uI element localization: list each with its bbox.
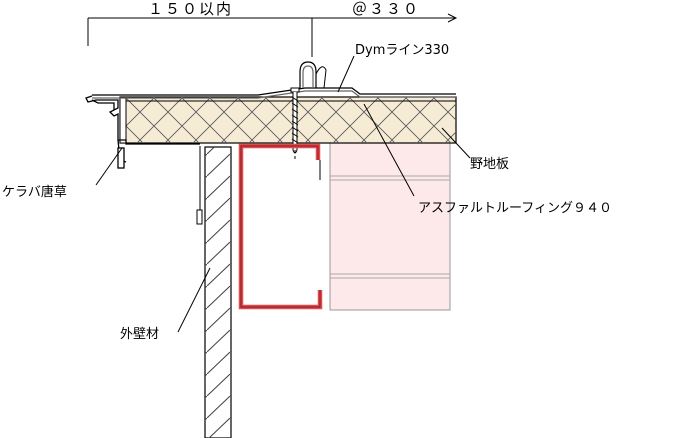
exterior-wall-hatch	[205, 147, 231, 438]
sheathing-label: 野地板	[470, 157, 509, 172]
width-dimension-label: １５０以内	[148, 0, 233, 18]
fastener-screw	[290, 87, 300, 162]
sheathing-hatch	[120, 97, 456, 143]
edge-fascia	[119, 96, 127, 144]
edge-trim-label: ケラバ唐草	[2, 184, 67, 200]
wall-label: 外壁材	[120, 327, 159, 342]
pitch-dimension-label: ＠３３０	[352, 0, 420, 18]
rafter-block	[329, 142, 451, 311]
edge-trim	[85, 95, 200, 169]
panel-label: Dymライン330	[355, 43, 449, 58]
steel-channel	[238, 143, 323, 310]
underlayment-label: アスファルトルーフィング９４０	[418, 201, 612, 216]
metal-roof-panel	[92, 61, 456, 99]
rafter-block-lines	[330, 175, 450, 279]
leader-lines	[95, 55, 471, 333]
dimension-lines	[87, 13, 458, 57]
wall-trim-clip	[196, 209, 203, 225]
